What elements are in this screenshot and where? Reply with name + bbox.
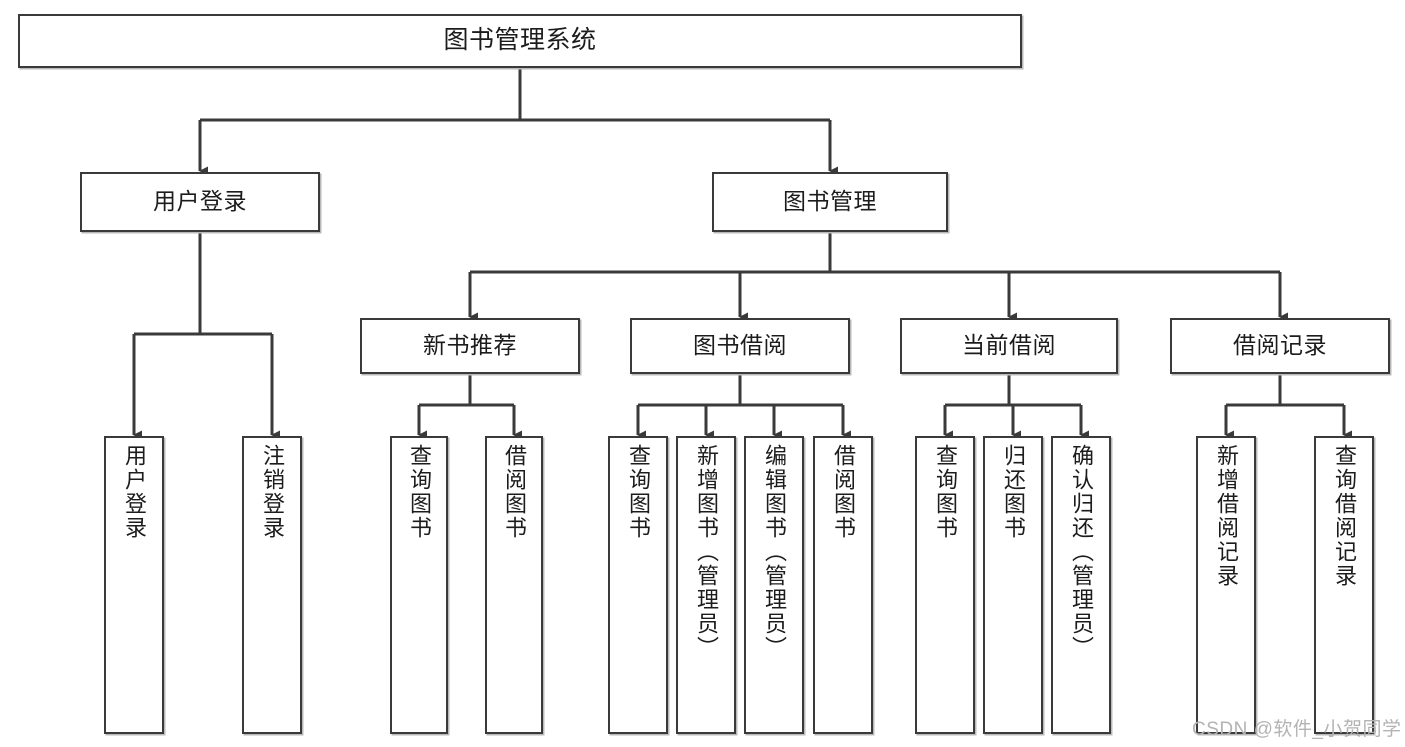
node-leaf-borrow-add-book[interactable]: 新增图书（管理员） [676, 436, 736, 734]
node-label-leaf-rec-query-book: 查询图书 [407, 444, 432, 540]
node-leaf-borrow-edit-book[interactable]: 编辑图书（管理员） [744, 436, 804, 734]
node-label-current-borrow: 当前借阅 [962, 332, 1056, 359]
node-label-book-manage: 图书管理 [783, 188, 877, 215]
node-label-leaf-user-login: 用户登录 [122, 444, 147, 540]
node-user-login[interactable]: 用户登录 [80, 172, 320, 232]
node-leaf-rec-query-record[interactable]: 查询借阅记录 [1314, 436, 1374, 734]
node-label-book-borrow: 图书借阅 [693, 332, 787, 359]
node-leaf-cur-confirm-return[interactable]: 确认归还（管理员） [1051, 436, 1111, 734]
node-leaf-borrow-query-book[interactable]: 查询图书 [608, 436, 668, 734]
node-leaf-rec-query-book[interactable]: 查询图书 [390, 436, 448, 734]
node-root[interactable]: 图书管理系统 [18, 14, 1022, 68]
node-leaf-rec-borrow-book[interactable]: 借阅图书 [485, 436, 543, 734]
node-label-leaf-borrow-add-book: 新增图书（管理员） [694, 444, 719, 660]
node-label-user-login: 用户登录 [153, 188, 247, 215]
node-leaf-cur-query-book[interactable]: 查询图书 [915, 436, 975, 734]
node-label-leaf-borrow-borrow-book: 借阅图书 [831, 444, 856, 540]
node-leaf-user-login[interactable]: 用户登录 [104, 436, 164, 734]
node-leaf-cur-return-book[interactable]: 归还图书 [983, 436, 1043, 734]
node-leaf-rec-add-record[interactable]: 新增借阅记录 [1196, 436, 1256, 734]
node-label-leaf-cur-return-book: 归还图书 [1001, 444, 1026, 540]
node-label-leaf-rec-query-record: 查询借阅记录 [1332, 444, 1357, 588]
node-label-leaf-rec-borrow-book: 借阅图书 [502, 444, 527, 540]
node-new-book-rec[interactable]: 新书推荐 [360, 318, 580, 374]
node-current-borrow[interactable]: 当前借阅 [900, 318, 1118, 374]
node-label-new-book-rec: 新书推荐 [423, 332, 517, 359]
node-label-leaf-borrow-query-book: 查询图书 [626, 444, 651, 540]
node-book-borrow[interactable]: 图书借阅 [630, 318, 850, 374]
node-label-leaf-rec-add-record: 新增借阅记录 [1214, 444, 1239, 588]
node-leaf-borrow-borrow-book[interactable]: 借阅图书 [813, 436, 873, 734]
node-borrow-record[interactable]: 借阅记录 [1170, 318, 1390, 374]
node-label-leaf-borrow-edit-book: 编辑图书（管理员） [762, 444, 787, 660]
node-label-leaf-user-logout: 注销登录 [260, 444, 285, 540]
node-label-borrow-record: 借阅记录 [1233, 332, 1327, 359]
node-book-manage[interactable]: 图书管理 [712, 172, 948, 232]
connector-group [132, 68, 1352, 440]
node-label-leaf-cur-confirm-return: 确认归还（管理员） [1069, 444, 1094, 660]
node-label-root: 图书管理系统 [443, 26, 597, 55]
node-label-leaf-cur-query-book: 查询图书 [933, 444, 958, 540]
node-leaf-user-logout[interactable]: 注销登录 [242, 436, 302, 734]
